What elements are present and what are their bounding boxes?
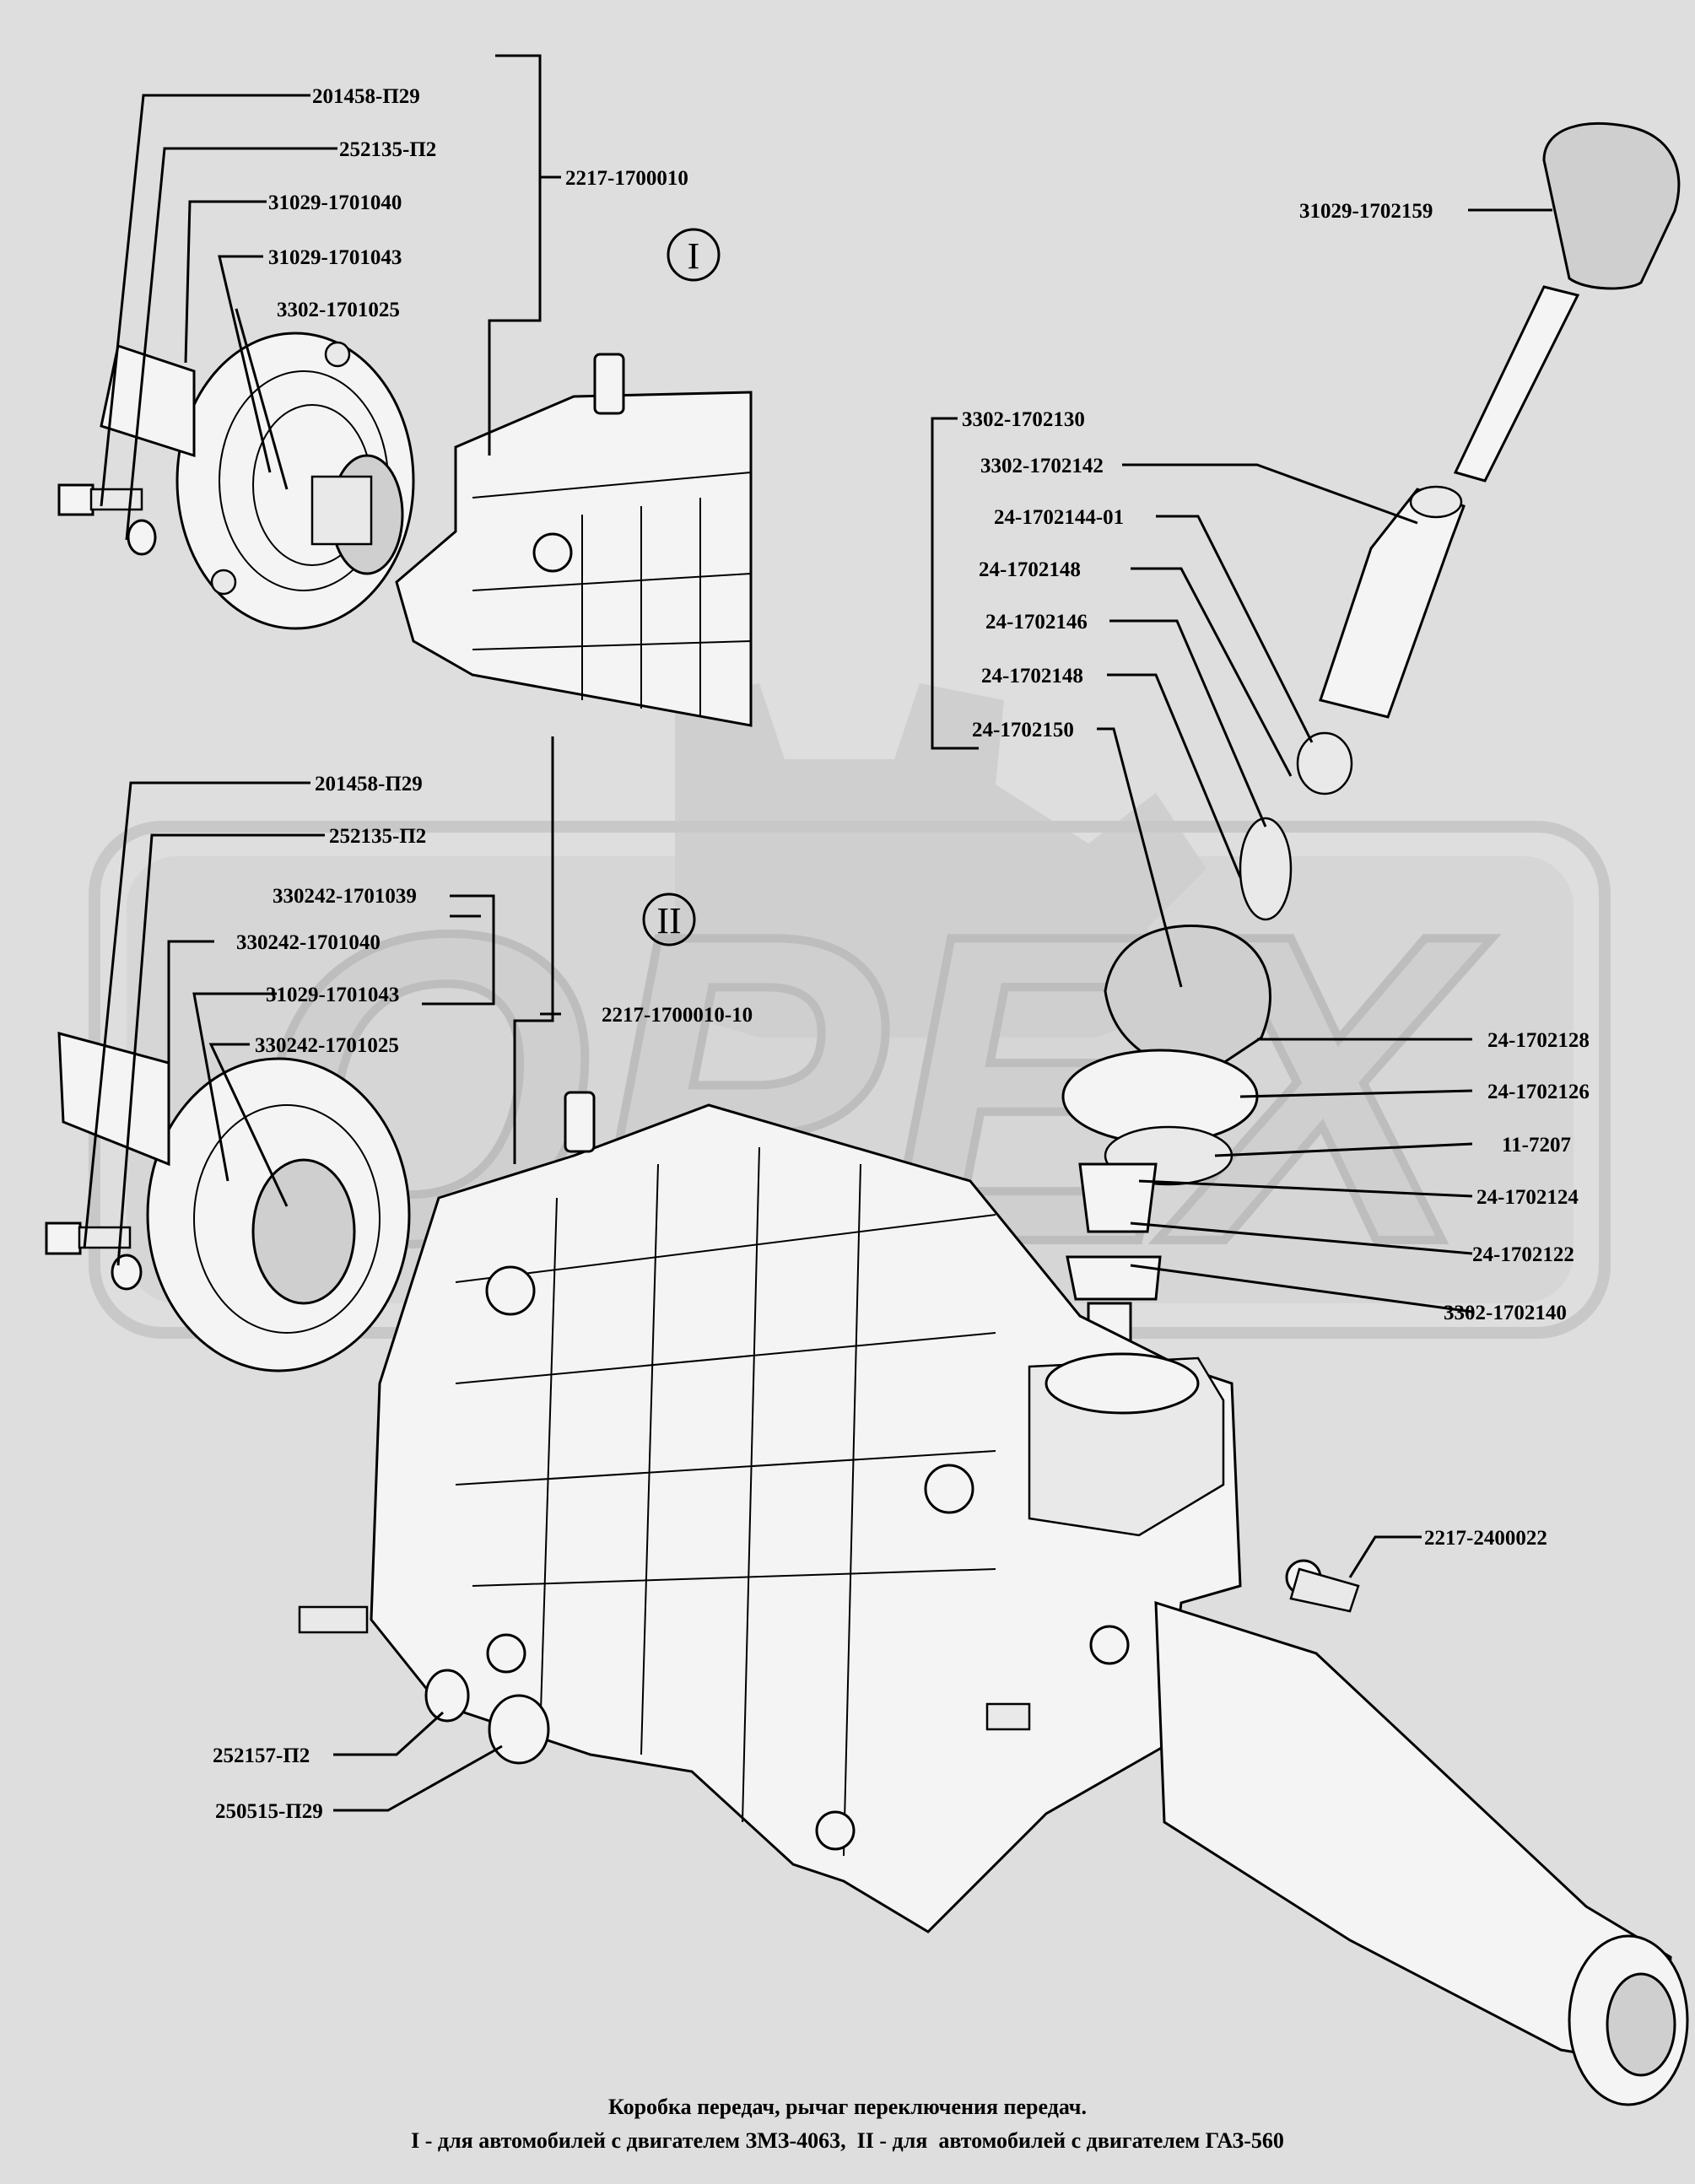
label-24-1702150: 24-1702150 (972, 719, 1074, 741)
oil-seal-ii (251, 1158, 356, 1305)
fitting (985, 1702, 1031, 1731)
label-2217-2400022: 2217-2400022 (1424, 1527, 1547, 1550)
label-3302-1702142: 3302-1702142 (980, 455, 1104, 477)
bolt-ii (45, 1221, 132, 1255)
bushing (1296, 731, 1353, 795)
label-31029-1702159: 31029-1702159 (1299, 200, 1433, 223)
label-31029-1701043-ii: 31029-1701043 (266, 984, 399, 1006)
label-330242-1701025: 330242-1701025 (255, 1034, 399, 1057)
bolt (57, 483, 143, 516)
label-2217-1700010: 2217-1700010 (565, 167, 688, 190)
label-3302-1702130: 3302-1702130 (962, 408, 1085, 431)
spring-washer (127, 519, 157, 556)
label-24-1702144-01: 24-1702144-01 (994, 506, 1124, 529)
label-252135-p2-ii: 252135-П2 (329, 825, 426, 848)
label-24-1702148-a: 24-1702148 (979, 558, 1081, 581)
label-250515-p29: 250515-П29 (215, 1800, 323, 1823)
label-201458-p29: 201458-П29 (312, 85, 420, 108)
lever-spring (1078, 1162, 1158, 1233)
leader-lines (83, 54, 1552, 1812)
label-201458-p29-ii: 201458-П29 (315, 773, 423, 795)
variant-two-assembly (45, 1032, 1689, 2106)
label-330242-1701039: 330242-1701039 (273, 885, 417, 908)
breather (593, 353, 625, 415)
label-252135-p2: 252135-П2 (339, 138, 436, 161)
shift-lever-assembly (1061, 121, 1681, 1385)
mounting-stud (298, 1605, 369, 1634)
gearbox-housing-upper (395, 391, 753, 727)
label-24-1702124: 24-1702124 (1476, 1186, 1579, 1209)
drain-plug (488, 1694, 550, 1765)
variant-one-assembly (57, 332, 753, 727)
cover-tube-ii (57, 1032, 170, 1167)
lever-guide (1066, 1255, 1162, 1301)
label-31029-1701040: 31029-1701040 (268, 191, 402, 214)
lever-rod-lower (1319, 488, 1466, 719)
label-2217-1700010-10: 2217-1700010-10 (602, 1004, 753, 1027)
speedometer-drive (1289, 1567, 1360, 1613)
label-24-1702122: 24-1702122 (1472, 1243, 1574, 1266)
label-24-1702128: 24-1702128 (1487, 1029, 1590, 1052)
label-24-1702146: 24-1702146 (985, 611, 1088, 634)
svg-text:I: I (688, 235, 700, 277)
diagram-caption: Коробка передач, рычаг переключения пере… (0, 2090, 1695, 2158)
label-330242-1701040: 330242-1701040 (236, 931, 381, 954)
variant-marker-one: I (667, 228, 721, 282)
label-11-7207: 11-7207 (1502, 1134, 1571, 1157)
sealing-washer (424, 1669, 470, 1723)
part-number-labels: 201458-П29 252135-П2 31029-1701040 31029… (213, 85, 1590, 1823)
label-3302-1701025: 3302-1701025 (277, 299, 400, 321)
caption-title: Коробка передач, рычаг переключения пере… (608, 2095, 1087, 2119)
spring (1239, 817, 1293, 921)
label-3302-1702140: 3302-1702140 (1444, 1302, 1567, 1324)
shift-knob (1542, 121, 1681, 290)
cover-tube (100, 344, 196, 458)
spring-washer-ii (111, 1254, 143, 1291)
label-252157-p2: 252157-П2 (213, 1745, 310, 1767)
breather-ii (564, 1091, 596, 1153)
lever-rod-upper (1453, 285, 1580, 483)
caption-variants: I - для автомобилей с двигателем ЗМЗ-406… (411, 2128, 1284, 2153)
svg-text:II: II (656, 900, 681, 941)
label-24-1702148-b: 24-1702148 (981, 665, 1083, 688)
label-31029-1701043: 31029-1701043 (268, 246, 402, 269)
label-24-1702126: 24-1702126 (1487, 1081, 1590, 1103)
variant-marker-two: II (642, 892, 696, 946)
